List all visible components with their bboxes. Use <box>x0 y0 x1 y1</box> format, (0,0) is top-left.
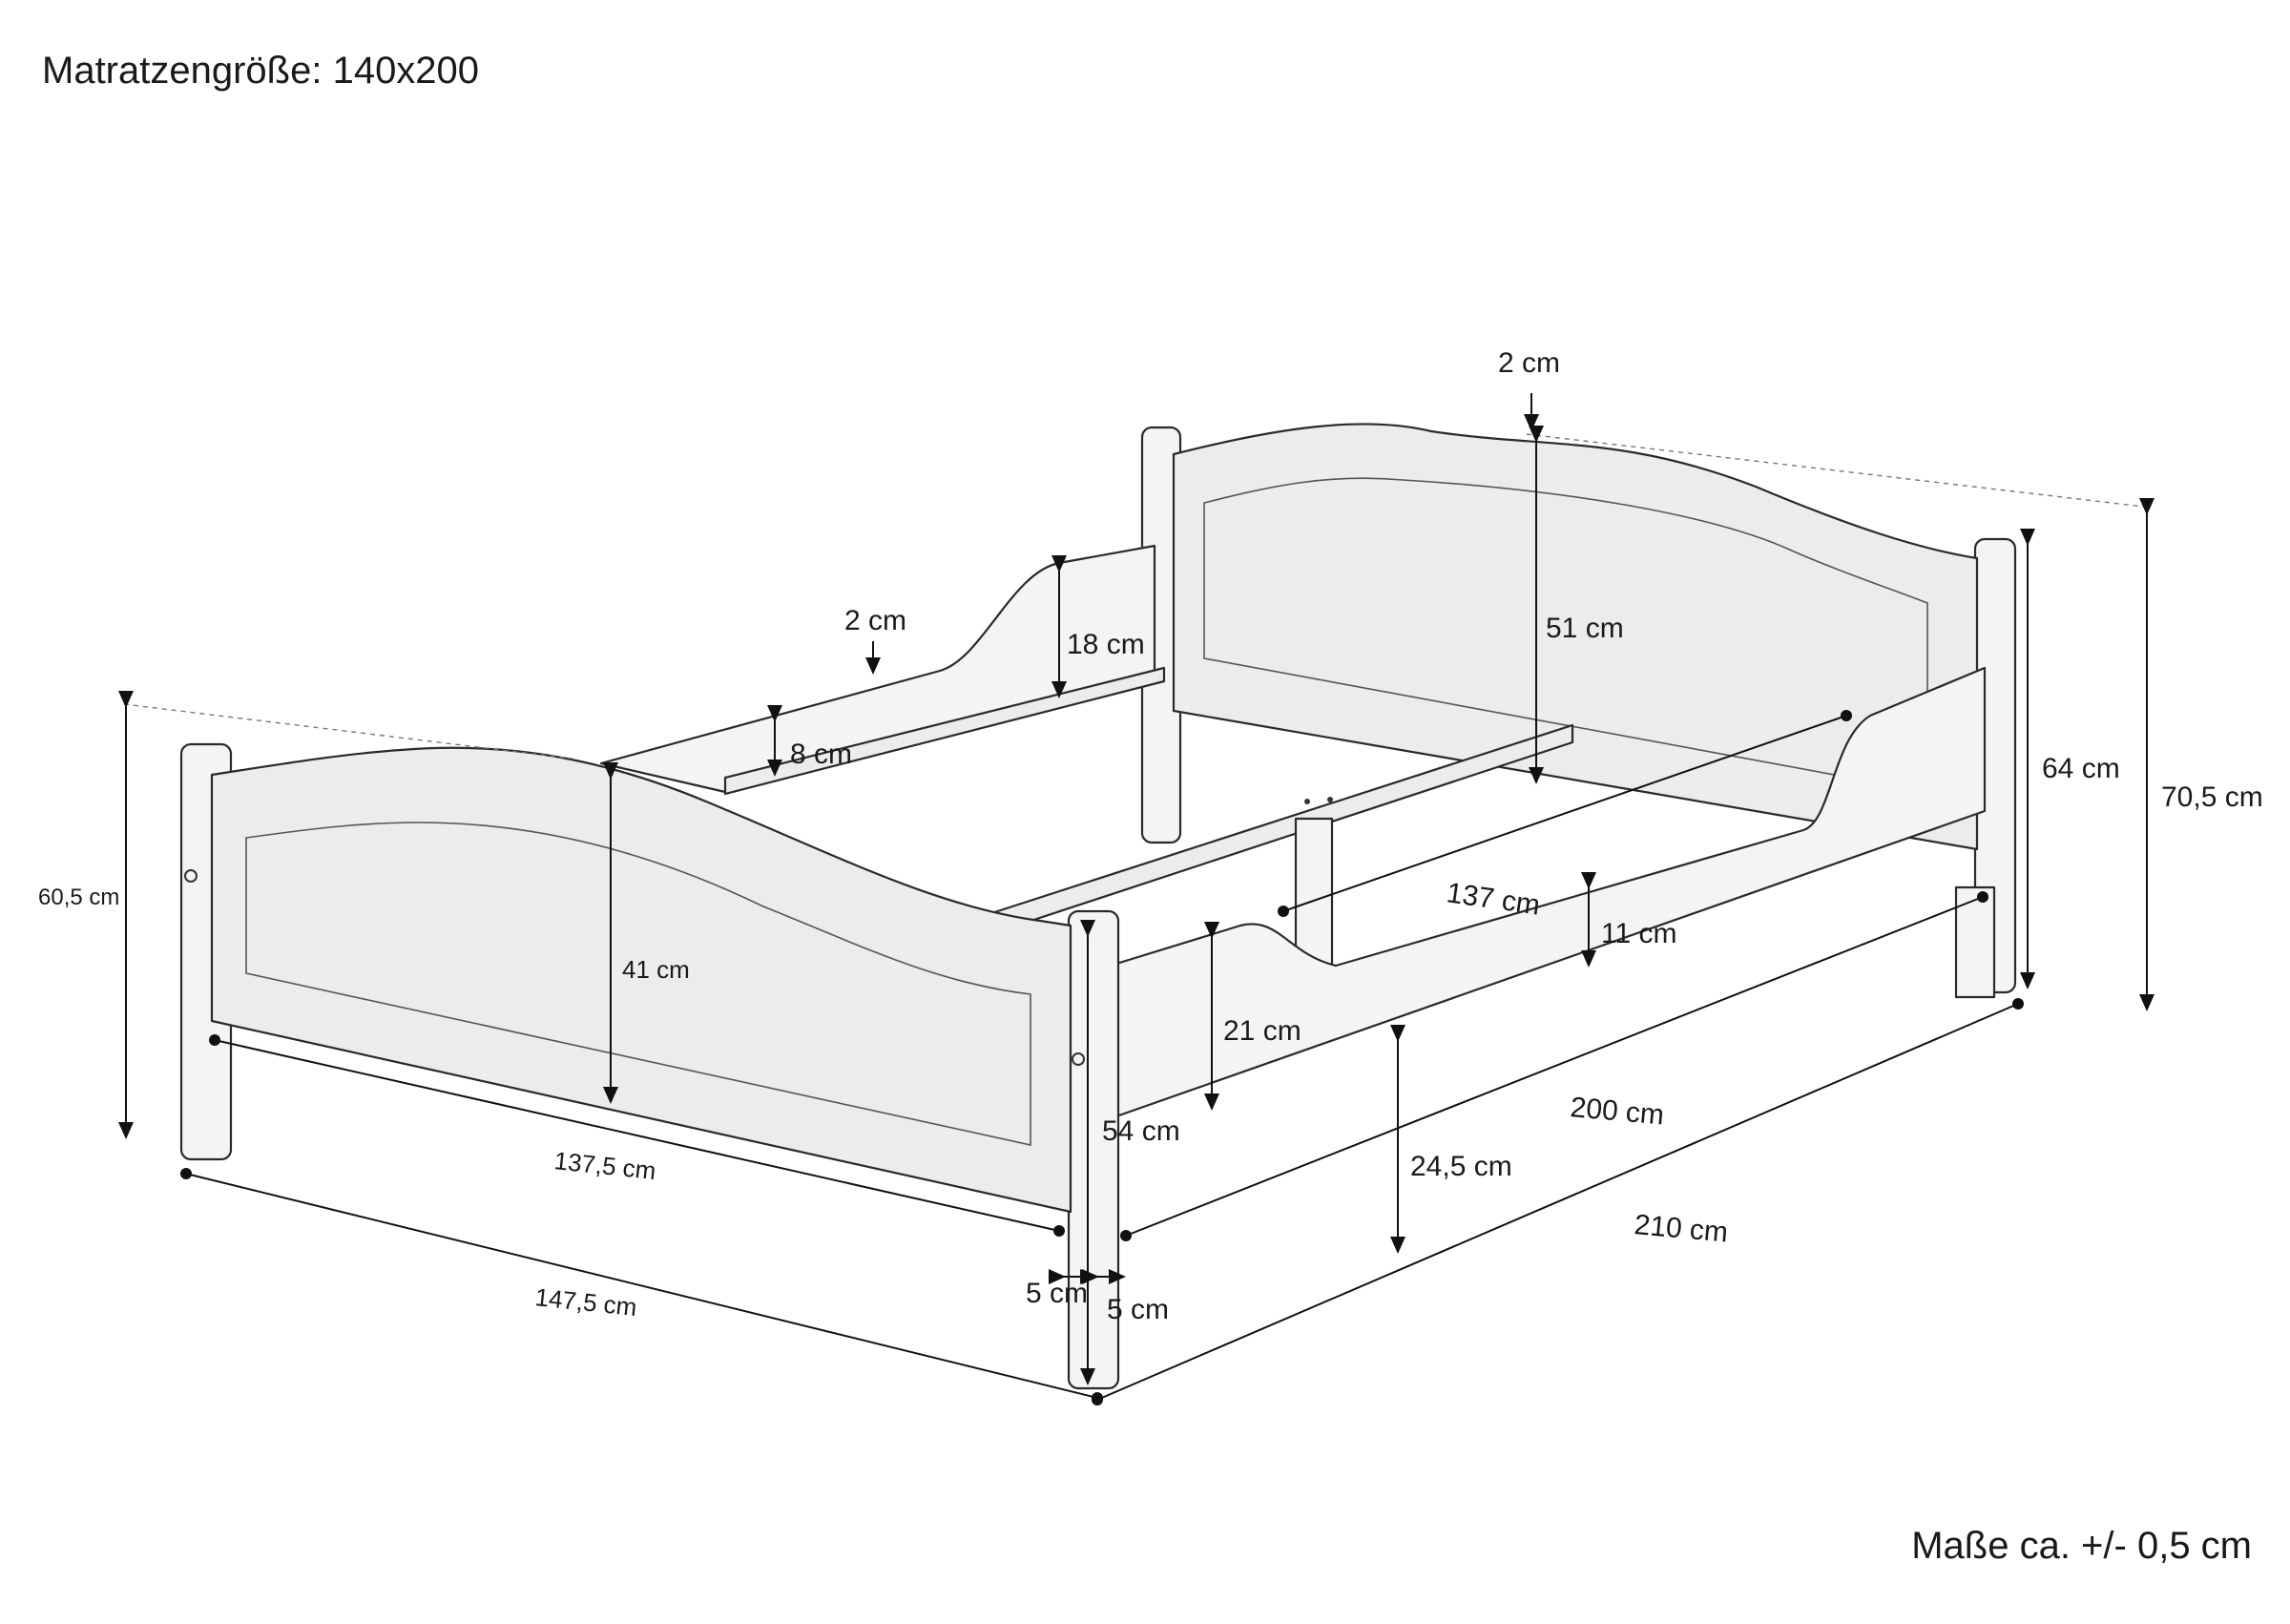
label-foot-height: 60,5 cm <box>38 885 119 910</box>
label-foot-panel: 41 cm <box>622 955 690 984</box>
center-leg <box>1294 817 1334 973</box>
label-side-high: 21 cm <box>1223 1015 1301 1047</box>
mattress-size-title: Matratzengröße: 140x200 <box>42 50 480 92</box>
label-slat-support: 8 cm <box>790 739 852 770</box>
tolerance-note: Maße ca. +/- 0,5 cm <box>1911 1525 2252 1567</box>
label-total-height: 70,5 cm <box>2161 781 2263 813</box>
label-head-top-thickness: 2 cm <box>1498 347 1560 379</box>
right-rail-leg <box>1954 885 1996 999</box>
label-foot-post: 54 cm <box>1102 1115 1180 1147</box>
left-rail-board <box>599 544 1156 794</box>
footboard-inset <box>245 822 1031 1146</box>
label-clearance: 24,5 cm <box>1410 1151 1512 1182</box>
headboard-inset <box>1203 477 1928 793</box>
label-post-width-a: 5 cm <box>1026 1278 1088 1309</box>
label-headboard-panel: 51 cm <box>1546 613 1624 644</box>
label-total-length: 210 cm <box>1633 1209 1729 1248</box>
left-side-rail <box>599 544 1166 796</box>
label-side-rail-rise: 18 cm <box>1067 629 1145 660</box>
footboard <box>179 742 1120 1390</box>
label-side-low: 11 cm <box>1601 918 1676 949</box>
label-head-post: 64 cm <box>2042 753 2120 784</box>
left-slat-support <box>723 666 1166 796</box>
label-foot-total: 147,5 cm <box>533 1282 638 1322</box>
label-foot-inner: 137,5 cm <box>552 1146 657 1185</box>
label-post-width-b: 5 cm <box>1107 1294 1169 1325</box>
label-inner-length: 200 cm <box>1569 1092 1665 1131</box>
label-side-rail-thickness: 2 cm <box>844 605 906 636</box>
dimension-lines <box>118 393 2155 1405</box>
label-inner-width: 137 cm <box>1445 877 1542 921</box>
